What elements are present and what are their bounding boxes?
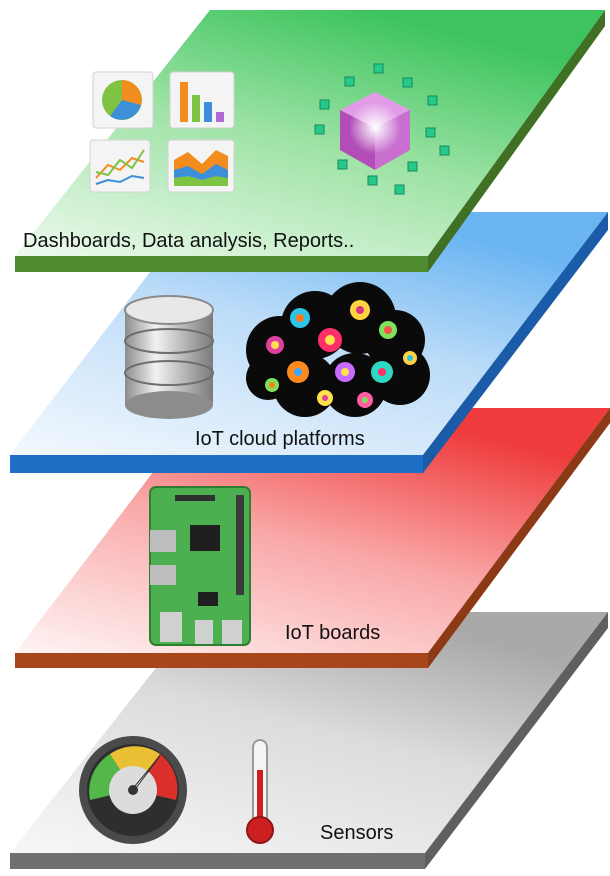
line-chart-icon	[89, 139, 151, 193]
layer-label-dashboards: Dashboards, Data analysis, Reports..	[23, 230, 355, 252]
layer-sensors-front-edge	[10, 853, 425, 869]
layer-iot-cloud-front-edge	[10, 455, 423, 473]
layer-iot-boards-front-edge	[15, 653, 428, 668]
area-chart-icon	[167, 139, 235, 193]
layer-sensors-side-edge	[425, 612, 608, 869]
database-icon	[124, 295, 214, 419]
circuit-board-icon	[149, 486, 251, 646]
layer-sensors	[10, 612, 608, 869]
thermometer-icon	[246, 739, 274, 844]
layer-dashboards-front-edge	[15, 256, 428, 272]
layer-iot-boards-side-edge	[428, 408, 610, 668]
data-cube-icon	[314, 63, 450, 195]
bar-chart-icon	[169, 71, 235, 129]
layer-dashboards-side-edge	[428, 10, 605, 272]
layer-label-iot-cloud-platforms: IoT cloud platforms	[195, 428, 365, 450]
layer-dashboards-top	[15, 10, 605, 256]
layer-iot-cloud-side-edge	[423, 212, 608, 473]
layer-iot-cloud	[10, 212, 608, 473]
layer-label-iot-boards: IoT boards	[285, 622, 381, 644]
layer-label-sensors: Sensors	[320, 822, 394, 844]
cloud-icon	[246, 282, 430, 417]
pie-chart-icon	[92, 71, 154, 129]
gauge-icon	[79, 736, 187, 844]
layer-dashboards	[15, 10, 605, 272]
